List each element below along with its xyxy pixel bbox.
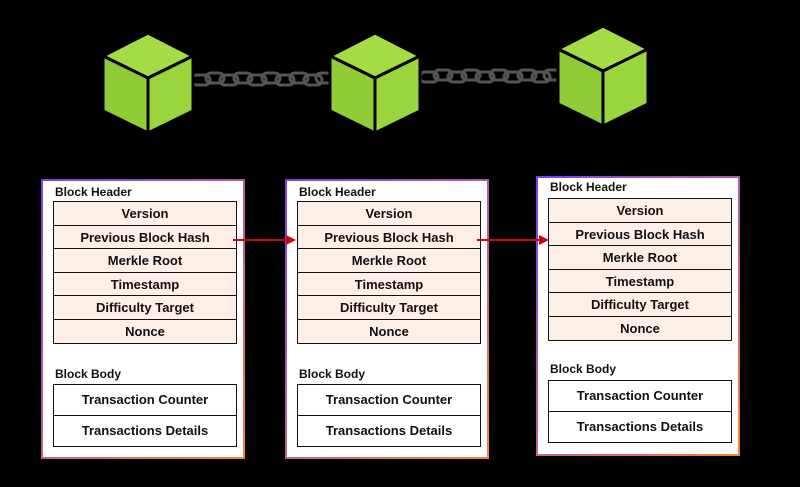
transactions-details-field: Transactions Details (548, 410, 732, 443)
merkle-root-field: Merkle Root (297, 248, 481, 273)
transaction-counter-field: Transaction Counter (53, 384, 237, 416)
block-1: Block Header Version Previous Block Hash… (41, 179, 245, 459)
merkle-root-field: Merkle Root (548, 245, 732, 270)
nonce-field: Nonce (548, 315, 732, 341)
transactions-details-field: Transactions Details (53, 414, 237, 447)
difficulty-target-field: Difficulty Target (297, 295, 481, 320)
transaction-counter-field: Transaction Counter (548, 380, 732, 412)
block-header-fields: Version Previous Block Hash Merkle Root … (53, 201, 237, 344)
chain-icon (190, 71, 336, 87)
timestamp-field: Timestamp (548, 268, 732, 294)
previous-block-hash-field: Previous Block Hash (297, 224, 481, 250)
block-3: Block Header Version Previous Block Hash… (536, 176, 740, 456)
transaction-counter-field: Transaction Counter (297, 384, 481, 416)
block-body-label: Block Body (55, 367, 122, 381)
cube-icon (101, 31, 195, 135)
version-field: Version (53, 201, 237, 226)
difficulty-target-field: Difficulty Target (53, 295, 237, 320)
block-body-fields: Transaction Counter Transactions Details (548, 380, 732, 443)
block-body-label: Block Body (550, 362, 617, 376)
block-body-fields: Transaction Counter Transactions Details (297, 384, 481, 447)
blockchain-cubes (101, 24, 650, 135)
merkle-root-field: Merkle Root (53, 248, 237, 273)
cube-icon (556, 24, 650, 128)
cube-icon (328, 31, 422, 135)
version-field: Version (297, 201, 481, 226)
previous-block-hash-field: Previous Block Hash (53, 224, 237, 250)
block-header-label: Block Header (550, 180, 627, 194)
block-body-fields: Transaction Counter Transactions Details (53, 384, 237, 447)
version-field: Version (548, 198, 732, 223)
timestamp-field: Timestamp (53, 271, 237, 297)
transactions-details-field: Transactions Details (297, 414, 481, 447)
nonce-field: Nonce (53, 318, 237, 344)
block-2: Block Header Version Previous Block Hash… (285, 179, 489, 459)
nonce-field: Nonce (297, 318, 481, 344)
block-header-fields: Version Previous Block Hash Merkle Root … (297, 201, 481, 344)
previous-block-hash-field: Previous Block Hash (548, 221, 732, 247)
block-header-fields: Version Previous Block Hash Merkle Root … (548, 198, 732, 341)
chain-icon (418, 68, 564, 84)
difficulty-target-field: Difficulty Target (548, 292, 732, 317)
block-header-label: Block Header (55, 185, 132, 199)
timestamp-field: Timestamp (297, 271, 481, 297)
block-body-label: Block Body (299, 367, 366, 381)
block-header-label: Block Header (299, 185, 376, 199)
